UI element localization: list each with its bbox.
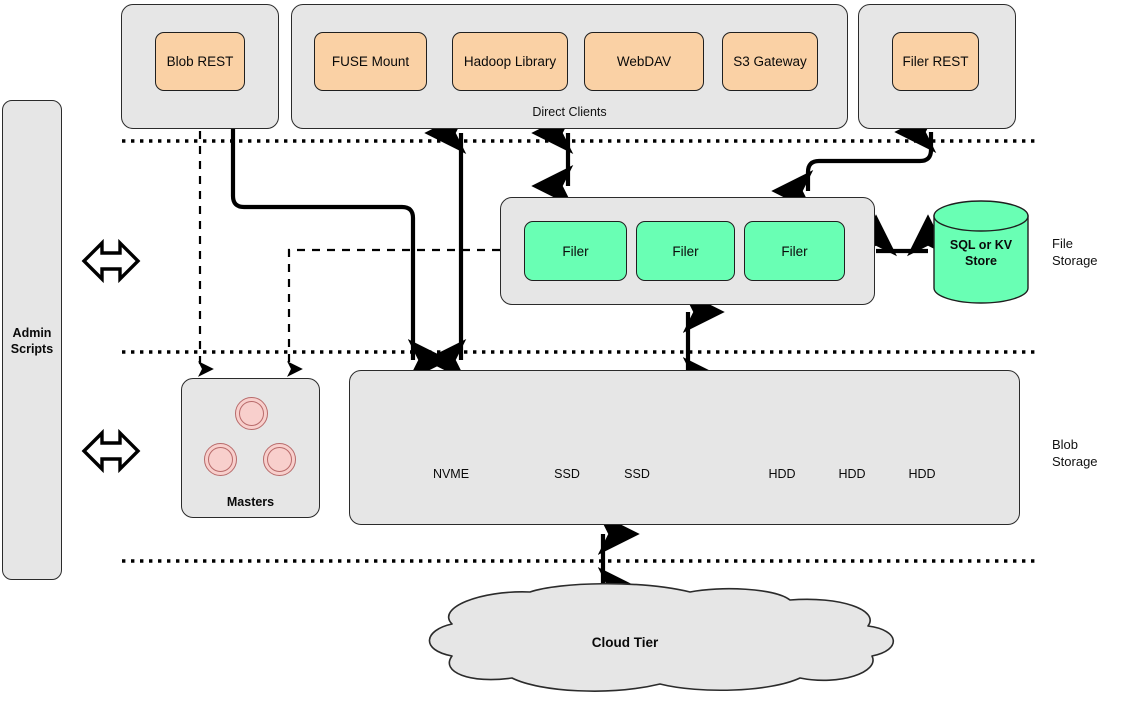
- node-filer-3[interactable]: Filer: [744, 221, 845, 281]
- node-hadoop-library[interactable]: Hadoop Library: [452, 32, 568, 91]
- admin-scripts-line2: Scripts: [10, 342, 54, 357]
- master-circle-3: [263, 443, 296, 476]
- connector-filerrest-to-filer: [771, 111, 937, 212]
- connector-filer-to-masters: [287, 248, 500, 377]
- admin-scripts-label: Admin Scripts: [2, 325, 62, 358]
- node-filer-1[interactable]: Filer: [524, 221, 627, 281]
- metastore-line1: SQL or KV: [949, 238, 1013, 252]
- hdd-label-3: HDD: [908, 467, 936, 481]
- cloud-tier-label: Cloud Tier: [591, 635, 659, 650]
- admin-arrow-file-storage: [81, 238, 141, 284]
- direct-clients-caption: Direct Clients: [532, 105, 607, 119]
- ssd-label-1: SSD: [554, 467, 580, 481]
- node-blob-rest[interactable]: Blob REST: [155, 32, 245, 91]
- tier-label-blob-storage: Blob Storage: [1052, 437, 1098, 469]
- connector-blobrest-to-blobstorage: [230, 128, 450, 381]
- master-circle-2: [204, 443, 237, 476]
- hdd-label-1: HDD: [768, 467, 796, 481]
- tier-label-file-storage: File Storage: [1052, 236, 1098, 268]
- admin-scripts-line1: Admin: [12, 326, 52, 340]
- hdd-label-2: HDD: [838, 467, 866, 481]
- node-webdav[interactable]: WebDAV: [584, 32, 704, 91]
- masters-label: Masters: [226, 495, 275, 509]
- admin-arrow-blob-storage: [81, 428, 141, 474]
- ssd-label-2: SSD: [624, 467, 650, 481]
- node-s3-gateway[interactable]: S3 Gateway: [722, 32, 818, 91]
- node-filer-2[interactable]: Filer: [636, 221, 735, 281]
- node-filer-rest[interactable]: Filer REST: [892, 32, 979, 91]
- node-fuse-mount[interactable]: FUSE Mount: [314, 32, 427, 91]
- nvme-label: NVME: [432, 467, 470, 481]
- metastore-line2: Store: [965, 254, 997, 269]
- master-circle-1: [235, 397, 268, 430]
- metastore-label: SQL or KV Store: [934, 237, 1028, 270]
- blob-storage-group: [349, 370, 1020, 525]
- admin-scripts-panel[interactable]: [2, 100, 62, 580]
